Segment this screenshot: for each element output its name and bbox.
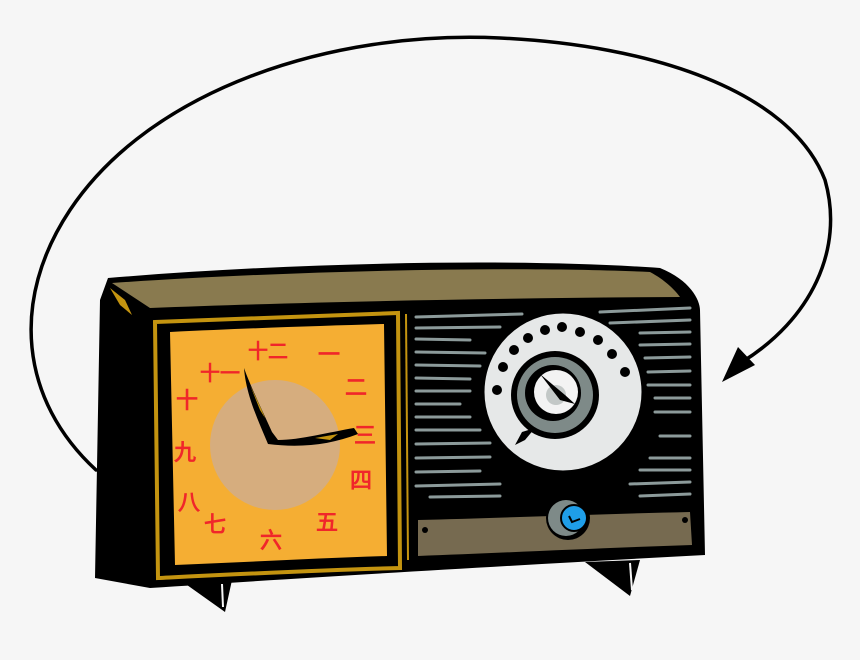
numeral-9: 九	[173, 441, 196, 466]
clock-hands	[244, 368, 358, 446]
clock-center-disc	[210, 380, 340, 510]
numeral-1: 一	[318, 343, 340, 368]
speaker-grille	[414, 306, 692, 499]
numeral-5: 五	[316, 511, 338, 536]
clock-face: 一 二 三 四 五 六 七 八 九 十 十一 十二	[152, 310, 403, 581]
numeral-10: 十	[176, 389, 198, 414]
numeral-4: 四	[350, 469, 372, 494]
panel-divider	[405, 313, 409, 561]
arrowhead-icon	[722, 347, 755, 382]
dial-pointer	[540, 374, 575, 404]
numeral-6: 六	[260, 529, 282, 554]
numeral-8: 八	[178, 491, 201, 516]
tuning-dial	[481, 310, 645, 474]
numeral-3: 三	[354, 424, 376, 449]
numeral-2: 二	[345, 376, 367, 401]
numeral-7: 七	[204, 513, 226, 538]
power-button	[546, 496, 590, 540]
numeral-12: 十二	[248, 339, 288, 363]
radio-legs	[180, 560, 640, 612]
curved-arrow	[29, 35, 833, 472]
clock-numerals: 一 二 三 四 五 六 七 八 九 十 十一 十二	[173, 339, 376, 554]
cabinet-top	[112, 269, 680, 308]
numeral-11: 十一	[200, 361, 240, 385]
dial-tick-marks	[492, 322, 630, 395]
